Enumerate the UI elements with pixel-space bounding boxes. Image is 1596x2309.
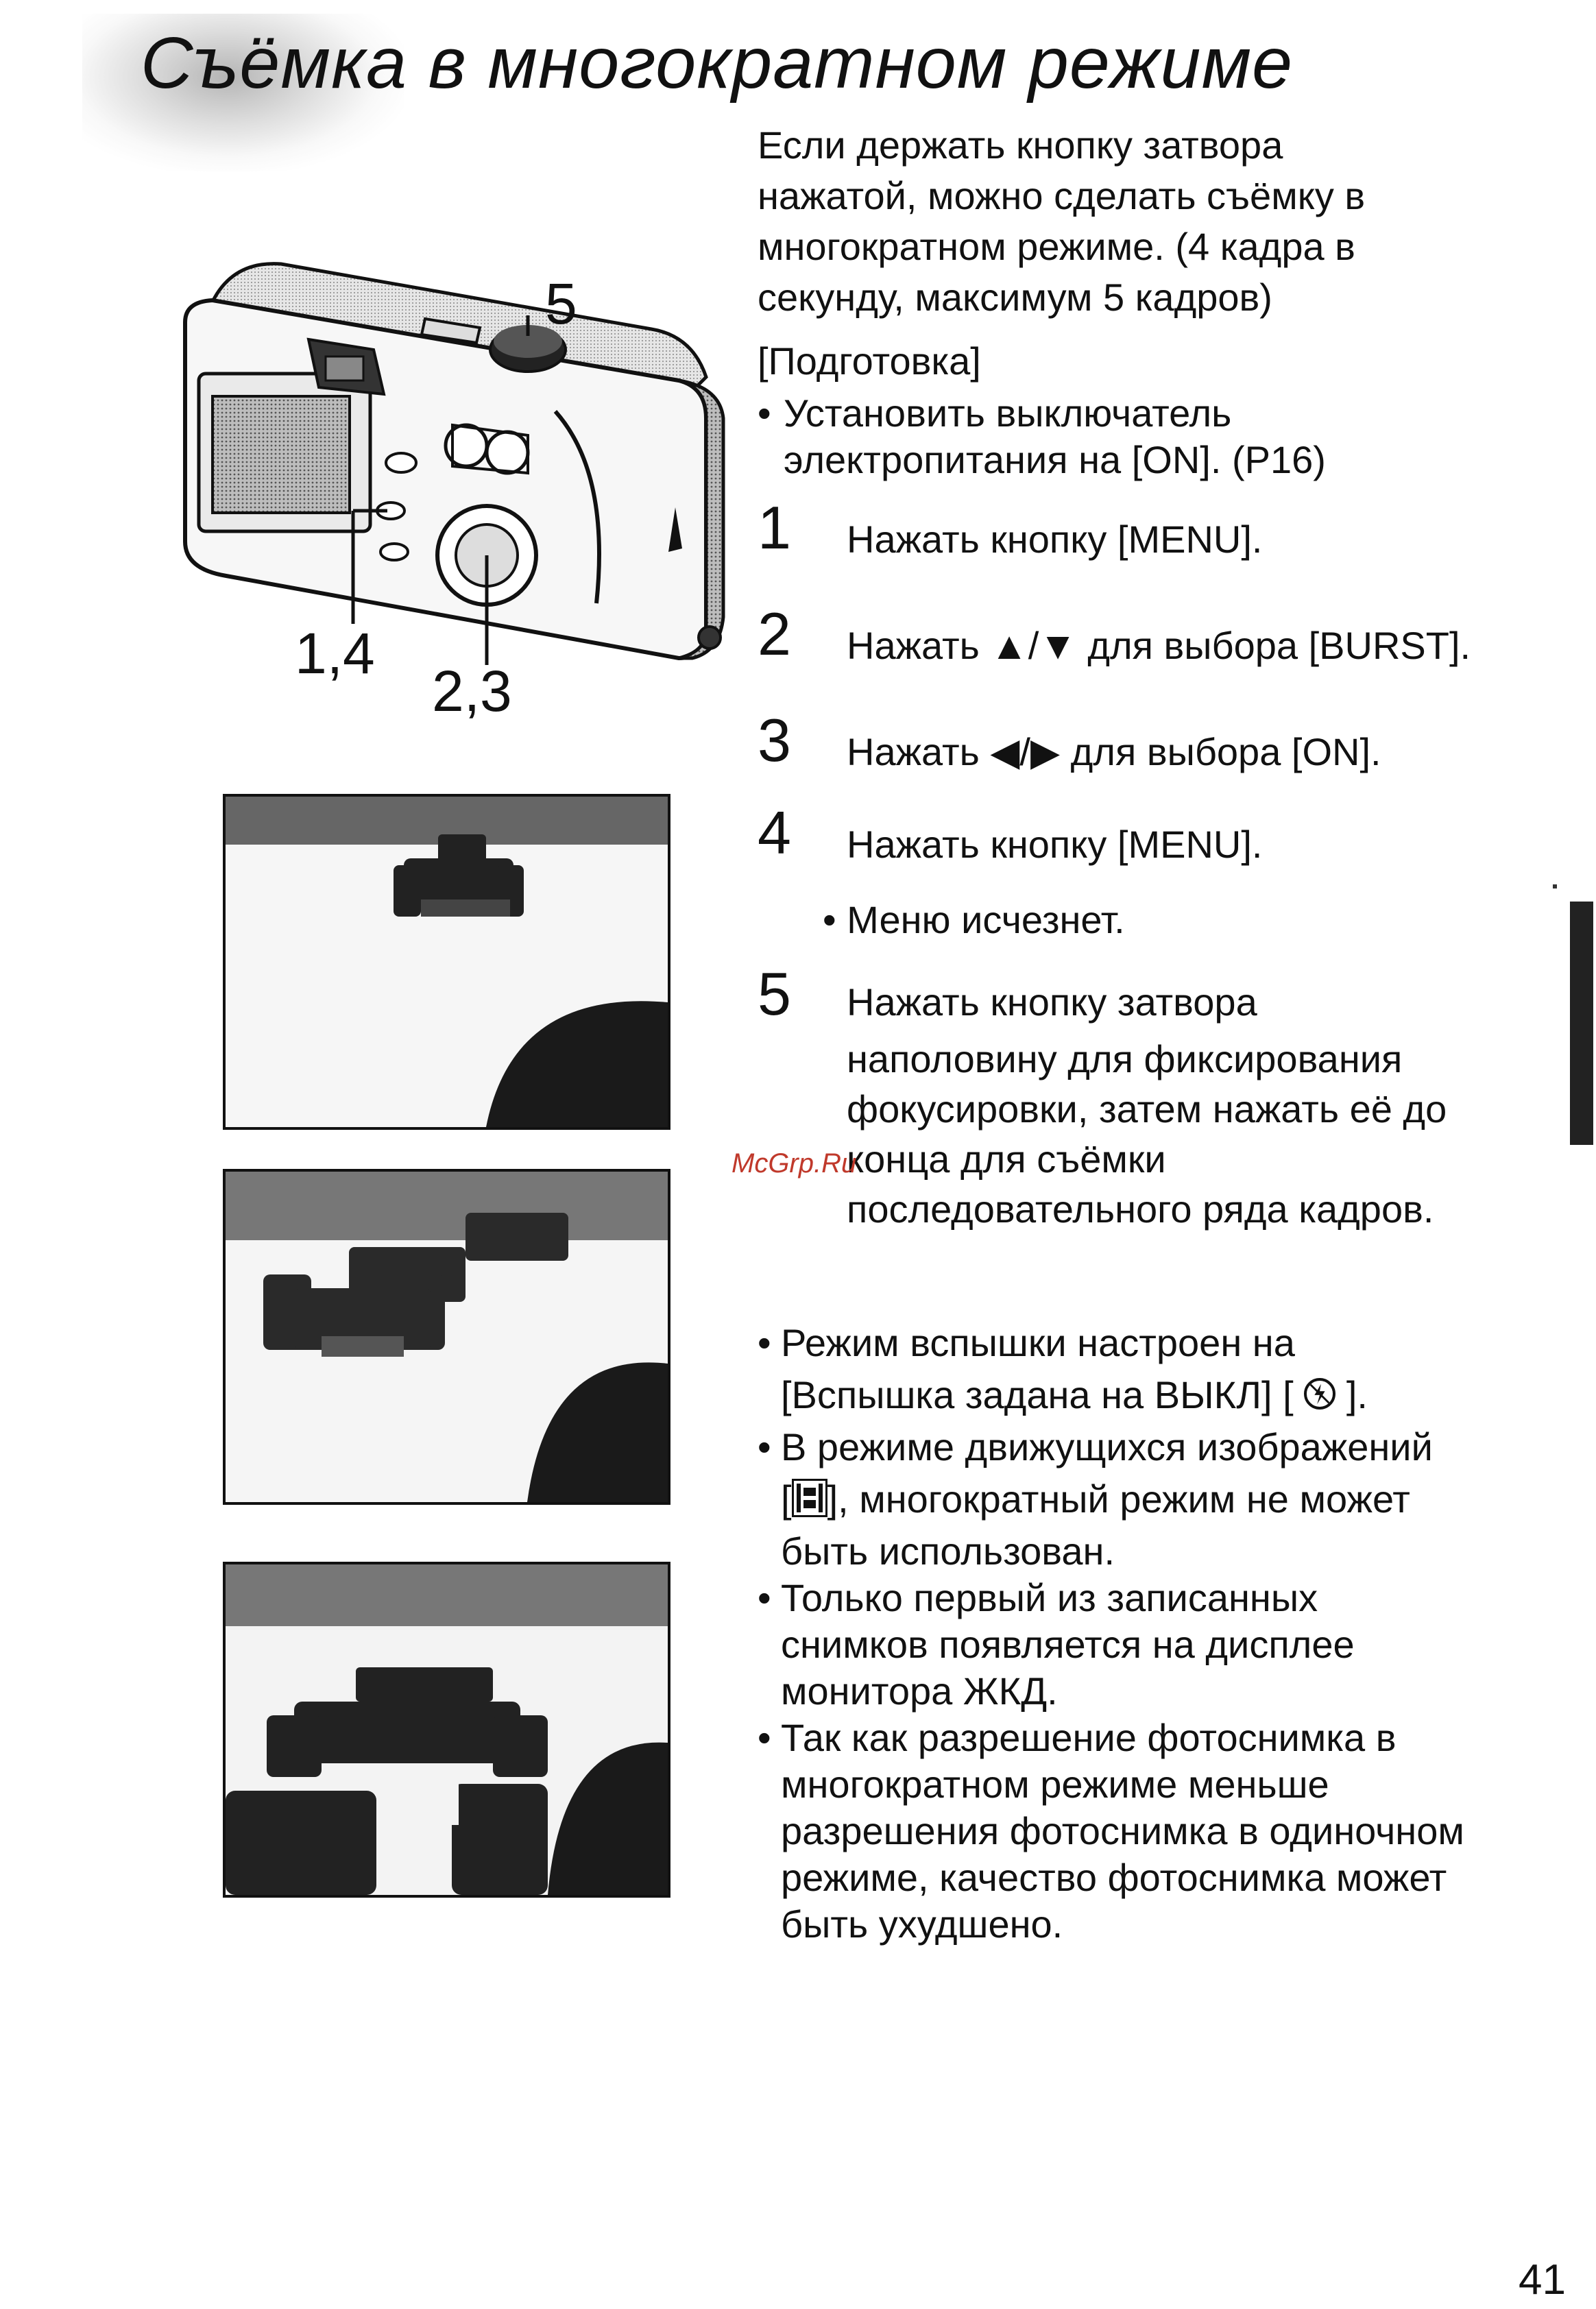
title-shading <box>82 14 404 171</box>
preparation-line-1: Установить выключатель <box>784 391 1232 435</box>
step-2-number: 2 <box>758 600 791 668</box>
callout-shutter: 5 <box>545 271 577 336</box>
step-1-text: Нажать кнопку [MENU]. <box>847 518 1263 561</box>
step-5-line-4: конца для съёмки <box>847 1137 1166 1181</box>
note-flash: • Режим вспышки настроен на [Вспышка зад… <box>758 1321 1368 1416</box>
step-5-line-5: последовательного ряда кадров. <box>847 1187 1434 1231</box>
camera-illustration <box>183 262 725 665</box>
page-title: Съёмка в многократном режиме <box>141 23 1294 104</box>
note-resolution: • Так как разрешение фотоснимка в многок… <box>758 1716 1464 1946</box>
edge-mark <box>1553 884 1557 888</box>
preparation-line-2: электропитания на [ON]. (P16) <box>784 438 1326 481</box>
preparation-heading: [Подготовка] <box>758 339 981 383</box>
step-5-number: 5 <box>758 960 791 1028</box>
step-4-note: • Меню исчезнет. <box>823 898 1125 941</box>
note-bullet: • <box>758 1321 771 1364</box>
step-5-line-3: фокусировки, затем нажать её до <box>847 1087 1447 1131</box>
motion-image-icon <box>791 1479 827 1518</box>
note-lcd: • Только первый из записанных снимков по… <box>758 1576 1355 1713</box>
burst-photo-1 <box>223 794 670 1130</box>
step-3-text: Нажать ◀/▶ для выбора [ON]. <box>847 730 1381 773</box>
section-tab <box>1570 902 1593 1145</box>
note-bullet: • <box>758 1716 771 1759</box>
step-5-line-1: Нажать кнопку затвора <box>847 980 1257 1024</box>
intro-line-3: многократном режиме. (4 кадра в <box>758 225 1355 268</box>
callout-menu-buttons: 1,4 <box>295 621 375 686</box>
notes-list: • Режим вспышки настроен на [Вспышка зад… <box>758 1320 1546 1948</box>
step-5-line-2: наполовину для фиксирования <box>847 1037 1403 1080</box>
step-4-number: 4 <box>758 799 791 867</box>
intro-line-1: Если держать кнопку затвора <box>758 123 1283 167</box>
watermark: McGrp.Ru <box>732 1148 857 1178</box>
page-number: 41 <box>1519 2256 1566 2304</box>
note-motion: • В режиме движущихся изображений [], мн… <box>758 1425 1433 1573</box>
intro-line-2: нажатой, можно сделать съёмку в <box>758 174 1366 217</box>
step-1-number: 1 <box>758 494 791 561</box>
step-2-text: Нажать ▲/▼ для выбора [BURST]. <box>847 624 1471 667</box>
race-car <box>394 834 524 917</box>
burst-photo-2 <box>223 1169 670 1505</box>
burst-photo-3 <box>223 1562 670 1898</box>
flash-off-icon <box>1304 1378 1336 1410</box>
step-3-number: 3 <box>758 706 791 774</box>
preparation-bullet: • <box>758 391 771 435</box>
intro-line-4: секунду, максимум 5 кадров) <box>758 276 1272 319</box>
note-bullet: • <box>758 1425 771 1468</box>
note-bullet: • <box>758 1576 771 1619</box>
step-4-text: Нажать кнопку [MENU]. <box>847 823 1263 866</box>
callout-jog-dial: 2,3 <box>432 659 512 723</box>
